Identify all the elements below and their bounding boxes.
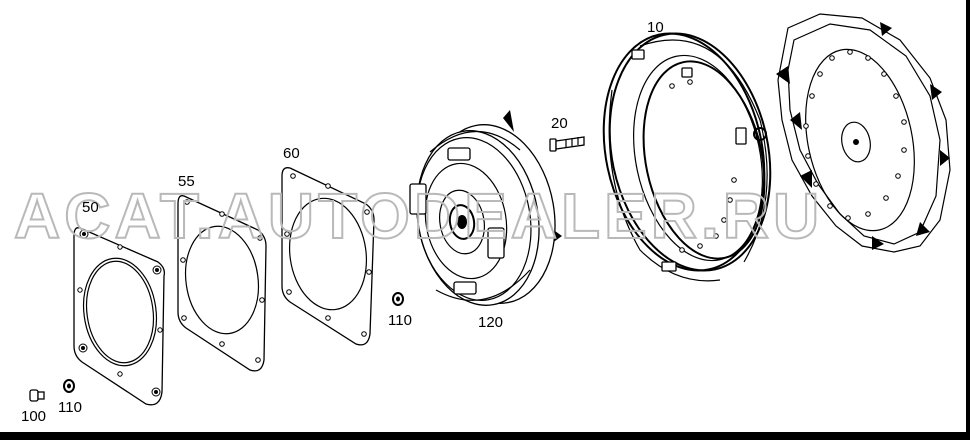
label-55: 55 — [178, 173, 195, 190]
washer-110-upper[interactable] — [392, 292, 404, 306]
watermark-text: ACAT.AUTODEALER.RU — [14, 180, 823, 252]
label-120: 120 — [478, 314, 503, 331]
label-110-upper: 110 — [388, 312, 412, 329]
label-110-lower: 110 — [58, 399, 82, 416]
label-20: 20 — [551, 115, 568, 132]
gasket-55[interactable] — [177, 195, 267, 372]
converter-housing-10[interactable] — [583, 18, 791, 285]
screw-100[interactable] — [29, 389, 45, 402]
label-10: 10 — [647, 19, 664, 36]
label-60: 60 — [283, 145, 300, 162]
label-100: 100 — [21, 408, 46, 425]
cover-plate-50[interactable] — [73, 227, 166, 406]
bolt-20[interactable] — [549, 136, 585, 152]
label-50: 50 — [82, 199, 99, 216]
torque-converter-120[interactable] — [404, 110, 569, 315]
gasket-60[interactable] — [281, 167, 375, 346]
washer-110-lower[interactable] — [63, 379, 75, 393]
engine-flange — [776, 13, 951, 253]
